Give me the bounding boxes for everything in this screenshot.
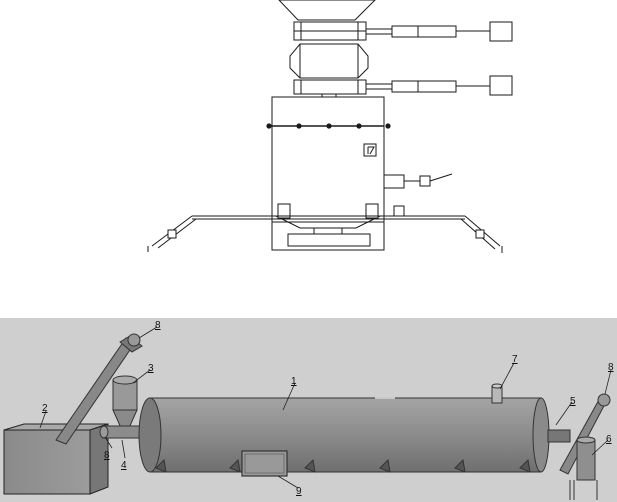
label-5-outlet: 5 [570,396,576,407]
feed-box [3,423,109,495]
inspection-window [241,450,288,477]
label-1-drum: 1 [291,376,297,387]
label-9-window: 9 [296,486,302,497]
label-7-vent: 7 [512,354,518,365]
label-2-feed-box: 2 [42,403,48,414]
hopper-funnel [278,0,376,21]
valve-chamber [289,43,369,79]
callout-labels: 8 3 1 2 8 4 7 5 8 6 9 [42,320,614,497]
sensor-probe [383,173,453,189]
side-port [363,143,377,157]
outlet-shaft [547,429,571,443]
vent-nozzle [491,383,503,404]
label-8-left-screw: 8 [155,320,161,331]
bottom-system-diagram: 8 3 1 2 8 4 7 5 8 6 9 [0,318,617,502]
flange-bolts [266,123,391,129]
right-discharge-assembly [559,393,611,500]
left-screw-conveyor [55,333,143,445]
support-platform [147,215,503,253]
lower-actuator [366,75,513,96]
label-3-cyclone: 3 [148,363,154,374]
top-technical-drawing [147,0,513,253]
label-6-discharge: 6 [606,434,612,445]
leader-lines [39,326,612,489]
main-vessel [271,96,385,251]
upper-actuator [366,21,513,42]
lower-valve-ring [293,79,367,95]
label-8-right-screw: 8 [608,362,614,373]
label-8-feed-pipe: 8 [104,450,110,461]
drum-support-lugs [155,458,531,473]
label-4-feed-pipe: 4 [121,460,127,471]
main-rotary-drum [138,397,550,473]
base-frame [271,221,385,251]
